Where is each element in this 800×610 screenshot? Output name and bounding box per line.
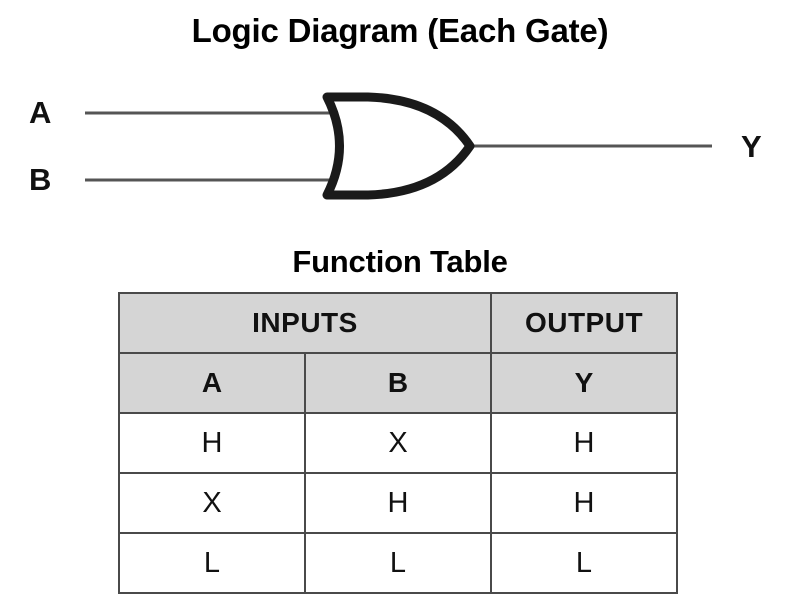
column-header-a: A — [118, 352, 306, 414]
or-gate-body — [322, 92, 475, 200]
cell-y: H — [490, 412, 678, 474]
cell-b: H — [304, 472, 492, 534]
column-header-b: B — [304, 352, 492, 414]
table-group-header-row: INPUTS OUTPUT — [118, 292, 678, 354]
cell-a: H — [118, 412, 306, 474]
logic-diagram: A B Y — [0, 60, 800, 240]
cell-a: L — [118, 532, 306, 594]
cell-y: H — [490, 472, 678, 534]
table-column-header-row: A B Y — [118, 352, 678, 414]
table-row: H X H — [118, 412, 678, 474]
table-row: L L L — [118, 532, 678, 594]
input-a-label: A — [29, 95, 52, 130]
table-body: H X H X H H L L L — [118, 412, 678, 594]
diagram-title: Logic Diagram (Each Gate) — [191, 12, 609, 49]
table-row: X H H — [118, 472, 678, 534]
group-header-inputs: INPUTS — [118, 292, 492, 354]
input-b-label: B — [29, 162, 52, 197]
cell-b: L — [304, 532, 492, 594]
cell-a: X — [118, 472, 306, 534]
or-gate-graphic — [85, 92, 712, 200]
function-table-title: Function Table — [292, 244, 508, 279]
cell-y: L — [490, 532, 678, 594]
function-table: INPUTS OUTPUT A B Y H X H X H H L L — [118, 292, 678, 594]
group-header-output: OUTPUT — [490, 292, 678, 354]
cell-b: X — [304, 412, 492, 474]
table-header: INPUTS OUTPUT A B Y — [118, 292, 678, 414]
column-header-y: Y — [490, 352, 678, 414]
output-y-label: Y — [741, 129, 762, 164]
